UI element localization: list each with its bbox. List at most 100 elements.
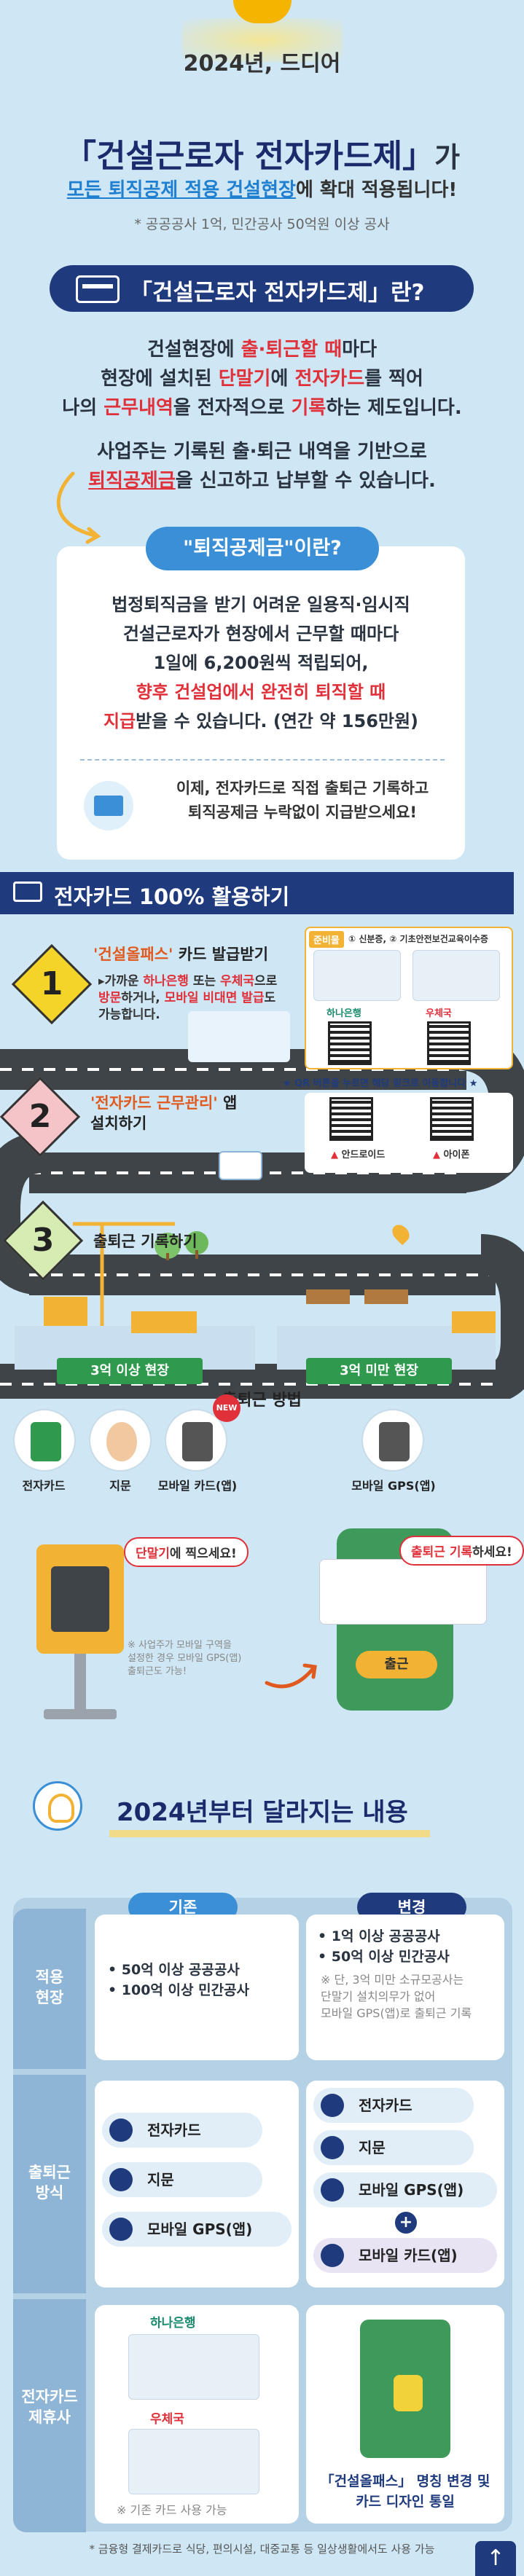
card-icon	[109, 2118, 133, 2142]
mobile-card-icon	[182, 1422, 213, 1461]
phone-notification	[319, 1559, 487, 1625]
section3-title: 2024년부터 달라지는 내용	[117, 1798, 408, 1827]
hero-sub-rest: 에 확대 적용됩니다!	[295, 179, 458, 201]
phone-icon	[219, 1151, 262, 1180]
phone-bubble: 출퇴근 기록하세요!	[399, 1536, 524, 1566]
gps-icon	[321, 2178, 344, 2202]
step1-title: '건설올패스' 카드 발급받기	[93, 946, 269, 963]
fingerprint-icon	[106, 1422, 137, 1461]
row1-basic-cell	[95, 1915, 299, 2060]
card-icon	[13, 881, 42, 902]
mobile-gps-icon	[379, 1422, 410, 1461]
para1-line2: 현장에 설치된 단말기에 전자카드를 찍어	[101, 368, 423, 390]
method-label: 모바일 GPS(앱)	[351, 1479, 436, 1493]
retirement-foot1: 이제, 전자카드로 직접 출퇴근 기록하고	[176, 780, 429, 797]
para2-line1: 사업주는 기록된 출·퇴근 내역을 기반으로	[97, 441, 427, 463]
method-card	[13, 1409, 76, 1472]
site-large-tag: 3억 이상 현장	[57, 1358, 203, 1384]
section1-para2: 사업주는 기록된 출·퇴근 내역을 기반으로 퇴직공제금을 신고하고 납부할 수…	[0, 437, 524, 495]
iphone-label[interactable]: ▲ 아이폰	[433, 1150, 470, 1161]
terminal-bubble: 단말기에 찍으세요!	[124, 1537, 249, 1567]
arrow-curve-icon	[56, 471, 101, 544]
method-label: 전자카드	[22, 1479, 66, 1493]
bank-building-icon	[188, 1011, 290, 1062]
section2-header	[0, 872, 514, 914]
chip-mobile-card: 모바일 카드(앱)	[313, 2238, 497, 2273]
lightbulb-icon	[33, 1781, 82, 1831]
lamp-glow	[182, 18, 343, 62]
para1-line1: 건설현장에 출·퇴근할 때마다	[146, 339, 378, 361]
post-card-image	[128, 2429, 259, 2494]
method-mobile-card	[165, 1409, 227, 1472]
retirement-line3: 1일에 6,200원씩 적립되어,	[153, 653, 369, 673]
method-mobile-gps	[361, 1409, 424, 1472]
footnote: * 금융형 결제카드로 식당, 편의시설, 대중교통 등 일상생활에서도 사용 …	[89, 2542, 435, 2556]
bank2-logo: 우체국	[426, 1008, 452, 1019]
section1-para1: 건설현장에 출·퇴근할 때마다 현장에 설치된 단말기에 전자카드를 찍어 나의…	[0, 335, 524, 423]
method-fingerprint	[89, 1409, 152, 1472]
chip-card: 전자카드	[102, 2113, 262, 2148]
id-card-image	[313, 950, 401, 1001]
section1-title: 「건설근로자 전자카드제」란?	[130, 280, 425, 306]
hero-sub-highlight: 모든 퇴직공제 적용 건설현장	[66, 179, 296, 201]
retirement-line4: 향후 건설업에서 완전히 퇴직할 때	[136, 682, 386, 702]
para1-line3: 나의 근무내역을 전자적으로 기록하는 제도입니다.	[62, 397, 462, 419]
mobile-card-icon	[321, 2244, 344, 2267]
step2-qr-note: ★ QR 버튼을 누르면 해당 링크로 이동합니다 ★	[283, 1078, 478, 1089]
step3-title: 출퇴근 기록하기	[93, 1233, 198, 1250]
hero-year: 2024년, 드디어	[183, 51, 341, 76]
hana-bank-logo: 하나은행	[150, 2316, 196, 2330]
fingerprint-icon	[321, 2136, 344, 2159]
certificate-image	[412, 950, 500, 1001]
hero-subtitle: 모든 퇴직공제 적용 건설현장에 확대 적용됩니다!	[0, 175, 524, 202]
bank1-logo: 하나은행	[326, 1008, 361, 1019]
gps-icon	[109, 2218, 133, 2241]
qr-code[interactable]	[427, 1021, 471, 1065]
retirement-divider	[80, 759, 445, 761]
arrow-icon	[265, 1663, 317, 1689]
qr-code[interactable]	[328, 1021, 372, 1065]
chip-gps: 모바일 GPS(앱)	[313, 2172, 497, 2207]
terminal-base	[44, 1709, 117, 1719]
method-label: 모바일 카드(앱)	[157, 1479, 238, 1493]
retirement-foot2: 퇴직공제금 누락없이 지급받으세요!	[188, 804, 417, 821]
fingerprint-icon	[109, 2168, 133, 2191]
android-label[interactable]: ▲ 안드로이드	[331, 1150, 386, 1161]
terminal-note: ※ 사업주가 모바일 구역을 설정한 경우 모바일 GPS(앱) 출퇴근도 가능…	[128, 1640, 242, 1677]
hero-note: * 공공공사 1억, 민간공사 50억원 이상 공사	[134, 216, 390, 232]
card-icon	[321, 2094, 344, 2117]
method-label: 지문	[109, 1479, 131, 1493]
step1-docs-text: ① 신분증, ② 기초안전보건교육이수증	[348, 934, 488, 944]
row1-basic-text: • 50억 이상 공공공사• 100억 이상 민간공사	[108, 1962, 250, 1998]
chip-gps: 모바일 GPS(앱)	[102, 2212, 292, 2247]
chip-fingerprint: 지문	[313, 2130, 474, 2165]
retirement-title: "퇴직공제금"이란?	[146, 527, 379, 570]
new-badge: NEW	[213, 1394, 241, 1422]
check-in-button[interactable]: 출근	[356, 1651, 437, 1678]
section2-title: 전자카드 100% 활용하기	[54, 884, 290, 909]
chip-card: 전자카드	[313, 2088, 474, 2123]
plus-icon: +	[395, 2212, 417, 2234]
retirement-text: 법정퇴직금을 받기 어려운 일용직·임시직 건설근로자가 현장에서 근무할 때마…	[57, 590, 465, 736]
hero-title-suffix: 가	[434, 141, 461, 173]
method-title: 출퇴근 방법	[222, 1391, 302, 1410]
android-qr-code[interactable]	[329, 1097, 373, 1141]
para2-line2: 퇴직공제금을 신고하고 납부할 수 있습니다.	[88, 470, 436, 492]
step1-number: 1	[40, 965, 63, 1002]
terminal-screen	[51, 1566, 109, 1632]
step1-body: ▸가까운 하나은행 또는 우체국으로 방문하거나, 모바일 비대면 발급도 가능…	[98, 974, 278, 1022]
scroll-top-button[interactable]: ↑	[475, 2541, 516, 2576]
step3-number: 3	[31, 1222, 55, 1259]
row1-change-text: • 1억 이상 공공공사• 50억 이상 민간공사	[318, 1928, 450, 1965]
step1-docs-tag: 준비물	[309, 931, 344, 948]
iphone-qr-code[interactable]	[430, 1097, 474, 1141]
site-small-tag: 3억 미만 현장	[306, 1358, 452, 1384]
chip-fingerprint: 지문	[102, 2162, 262, 2197]
hero-title: 「건설근로자 전자카드제」가	[0, 130, 524, 176]
retirement-line5: 지급받을 수 있습니다. (연간 약 156만원)	[103, 711, 419, 731]
